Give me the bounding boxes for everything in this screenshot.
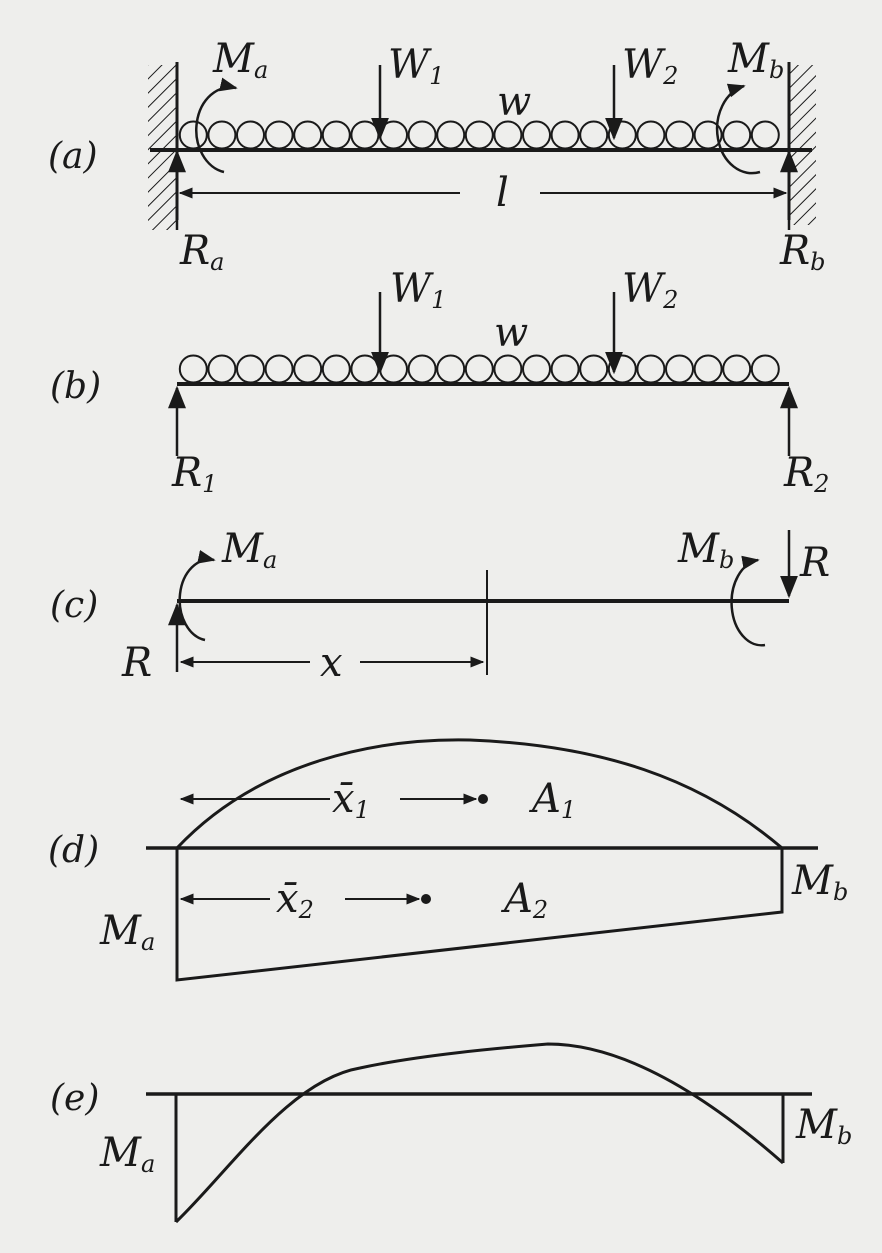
moment-arrow-ma-a (195, 77, 238, 174)
load-roller (693, 354, 723, 384)
panel-a: (a) Ma W1 w W2 Mb l Ra Rb (48, 36, 826, 276)
load-roller (636, 354, 666, 384)
load-roller (665, 354, 694, 384)
label-mb-a: Mb (727, 36, 784, 84)
load-roller (350, 354, 380, 384)
label-ma-c: Ma (221, 526, 277, 574)
load-roller (522, 120, 551, 150)
load-roller (379, 354, 408, 384)
label-w-a: w (497, 79, 531, 125)
label-mb-e: Mb (795, 1102, 852, 1150)
load-roller (407, 354, 437, 384)
panel-label-d: (d) (48, 830, 99, 871)
load-roller (464, 120, 494, 150)
label-l-a: l (496, 170, 509, 216)
distributed-load-b (178, 354, 780, 384)
load-roller (178, 120, 208, 150)
load-roller (550, 354, 580, 384)
moment-arrow-mb-c (730, 555, 766, 647)
label-w2-a: W2 (622, 42, 678, 90)
label-r2: R2 (783, 450, 829, 498)
moment-arrow-mb-a (715, 83, 761, 175)
left-wall-hatch (148, 65, 176, 230)
label-a2: A2 (500, 876, 548, 924)
load-roller (236, 354, 265, 384)
label-w1-b: W1 (390, 266, 446, 314)
load-roller (722, 354, 752, 384)
label-mb-d: Mb (791, 858, 848, 906)
centroid-a1 (478, 794, 488, 804)
load-roller (464, 354, 494, 384)
label-mb-c: Mb (677, 526, 734, 574)
load-roller (579, 120, 609, 150)
load-roller (407, 120, 437, 150)
load-roller (207, 354, 237, 384)
label-w-b: w (494, 310, 528, 356)
load-roller (665, 120, 694, 150)
load-roller (693, 120, 723, 150)
label-w2-b: W2 (622, 266, 678, 314)
distributed-load-a (178, 120, 780, 150)
load-roller (436, 354, 466, 384)
load-roller (750, 354, 780, 384)
load-roller (321, 120, 351, 150)
load-roller (493, 120, 523, 150)
load-roller (722, 120, 752, 150)
label-x-c: x (320, 640, 343, 686)
load-roller (321, 354, 351, 384)
load-roller (293, 354, 323, 384)
load-roller (178, 354, 208, 384)
label-r1: R1 (171, 450, 217, 498)
load-roller (550, 120, 580, 150)
label-ma-d: Ma (99, 908, 155, 956)
panel-c: (c) Ma Mb R R x (50, 526, 830, 686)
load-roller (264, 354, 294, 384)
load-roller (236, 120, 265, 150)
panel-label-a: (a) (48, 136, 98, 177)
region-a2-end-moment (175, 848, 784, 982)
load-roller (636, 120, 666, 150)
label-w1-a: W1 (388, 42, 444, 90)
moment-arrow-ma-c (178, 549, 216, 642)
label-ra: Ra (179, 228, 224, 276)
label-ma-a: Ma (212, 36, 268, 84)
panel-label-e: (e) (50, 1078, 99, 1119)
label-r-right-c: R (799, 540, 830, 586)
label-rb: Rb (779, 228, 826, 276)
load-roller (436, 120, 466, 150)
curve-a1-simple-moment (175, 738, 783, 850)
label-r-left-c: R (121, 640, 152, 686)
load-roller (750, 120, 780, 150)
load-roller (522, 354, 551, 384)
label-x1: x̄1 (332, 776, 370, 824)
panel-e: (e) Ma Mb (50, 1042, 852, 1224)
panel-b: (b) W1 w W2 R1 R2 (50, 266, 829, 498)
resultant-moment-curve (174, 1042, 784, 1224)
centroid-a2 (421, 894, 431, 904)
label-a1: A1 (528, 776, 576, 824)
panel-label-b: (b) (50, 366, 101, 407)
load-roller (379, 120, 408, 150)
panel-d: (d) x̄1 A1 x̄2 A2 Ma Mb (48, 738, 848, 982)
load-roller (579, 354, 609, 384)
load-roller (350, 120, 380, 150)
load-roller (493, 354, 523, 384)
label-x2: x̄2 (276, 876, 314, 924)
load-roller (207, 120, 237, 150)
load-roller (293, 120, 323, 150)
right-wall-hatch (790, 65, 816, 225)
panel-label-c: (c) (50, 585, 98, 626)
label-ma-e: Ma (99, 1130, 155, 1178)
load-roller (264, 120, 294, 150)
